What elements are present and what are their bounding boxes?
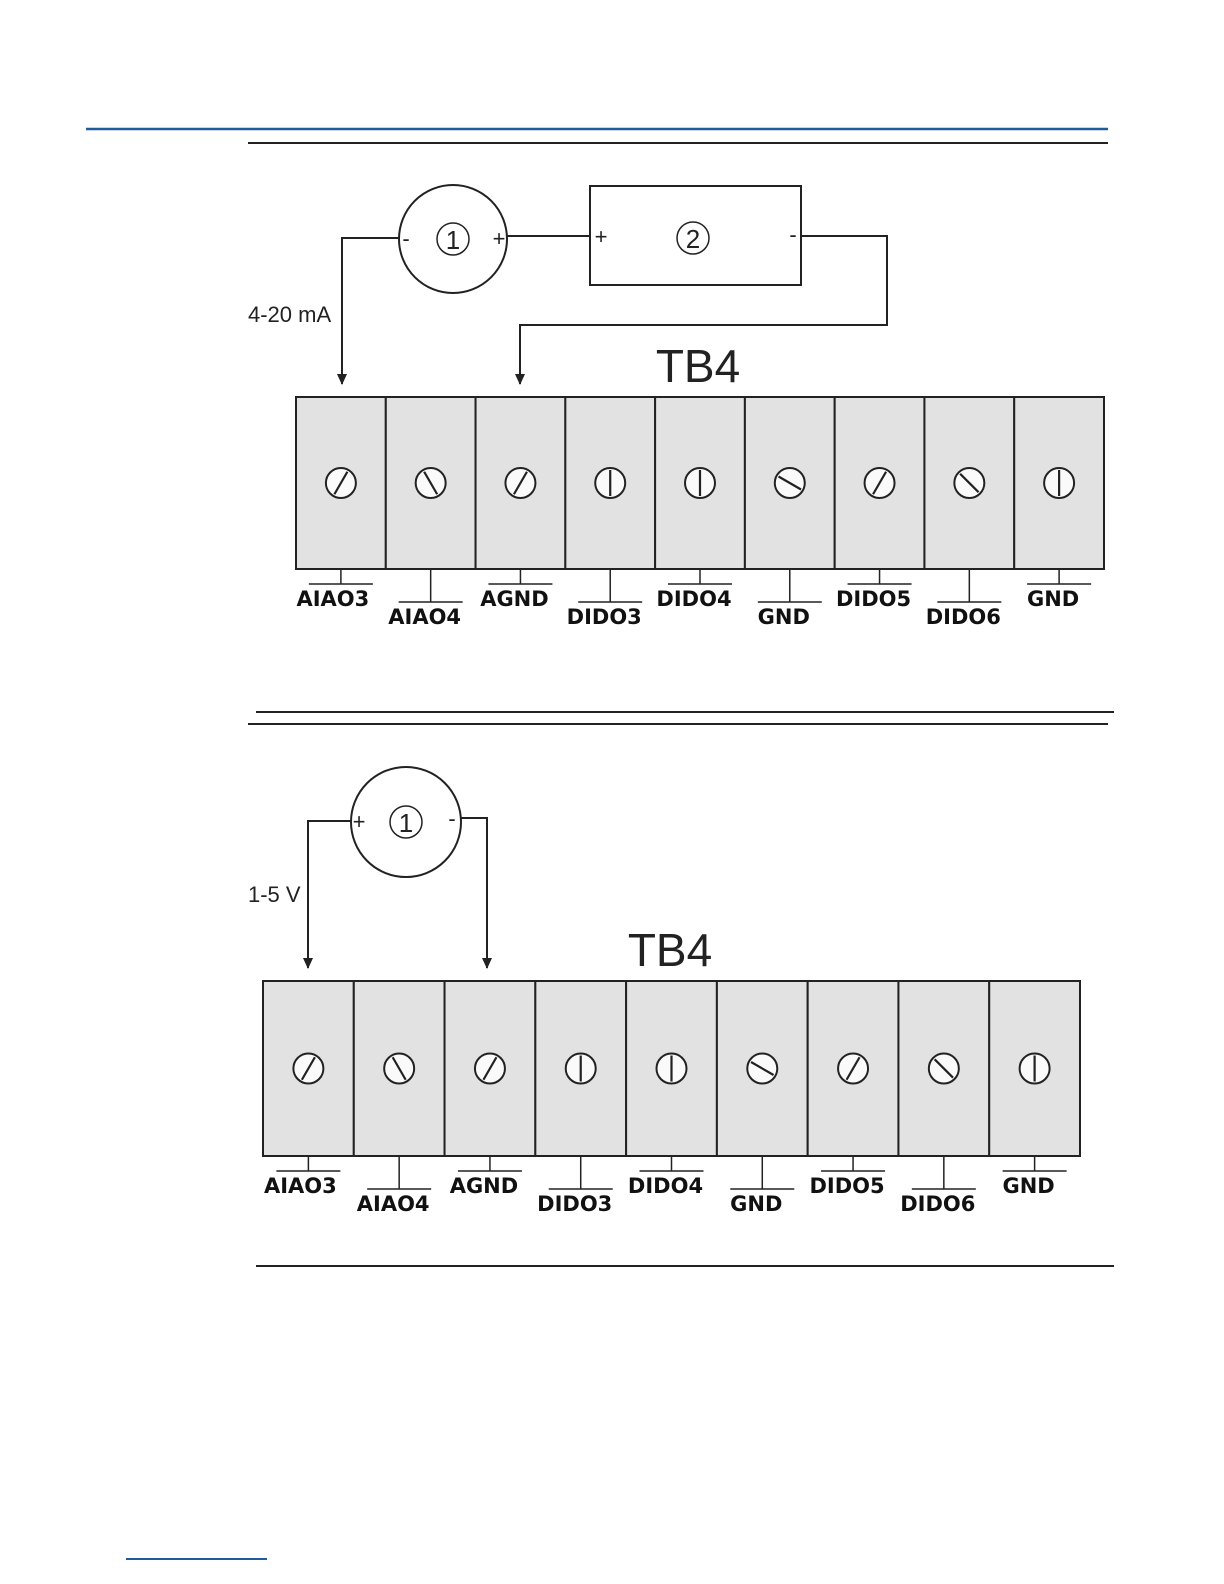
terminal-dido6-8: DIDO6	[898, 981, 989, 1216]
terminal-dido6-8: DIDO6	[924, 397, 1014, 629]
device-2-minus-sign: -	[789, 222, 796, 247]
terminal-label: DIDO4	[628, 1174, 703, 1198]
terminal-gnd-6: GND	[717, 981, 808, 1216]
terminal-label: GND	[758, 605, 810, 629]
terminal-label: AIAO3	[296, 587, 369, 611]
signal-label-voltage: 1-5 V	[248, 882, 301, 907]
terminal-agnd-3: AGND	[445, 981, 536, 1198]
device-1-number: 1	[446, 225, 460, 255]
wire-device1-to-aiao3	[342, 238, 399, 384]
terminal-label: GND	[1002, 1174, 1054, 1198]
terminal-label: DIDO3	[537, 1192, 612, 1216]
device-2-plus-sign: +	[595, 224, 608, 249]
device-1-plus-sign: +	[493, 226, 506, 251]
terminal-dido5-7: DIDO5	[835, 397, 925, 611]
terminal-gnd-9: GND	[1014, 397, 1104, 611]
terminal-dido3-4: DIDO3	[535, 981, 626, 1216]
terminal-block-title: TB4	[656, 340, 740, 392]
wire-device1-to-agnd	[461, 818, 487, 968]
terminal-dido3-4: DIDO3	[565, 397, 655, 629]
terminal-label: AIAO3	[264, 1174, 337, 1198]
terminal-label: DIDO4	[656, 587, 731, 611]
terminal-block-title: TB4	[628, 924, 712, 976]
terminal-gnd-9: GND	[989, 981, 1080, 1198]
terminal-gnd-6: GND	[745, 397, 835, 629]
terminal-label: DIDO6	[900, 1192, 975, 1216]
terminal-label: GND	[730, 1192, 782, 1216]
device-1-minus-sign: -	[402, 226, 409, 251]
device-1-minus-sign: -	[448, 806, 455, 831]
terminal-agnd-3: AGND	[476, 397, 566, 611]
wire-device1-to-aiao3	[308, 821, 351, 968]
terminal-aiao4-2: AIAO4	[354, 981, 445, 1216]
terminal-label: GND	[1027, 587, 1079, 611]
terminal-aiao4-2: AIAO4	[386, 397, 476, 629]
terminal-dido5-7: DIDO5	[808, 981, 899, 1198]
terminal-label: DIDO3	[567, 605, 642, 629]
terminal-dido4-5: DIDO4	[655, 397, 745, 611]
terminal-label: DIDO5	[836, 587, 911, 611]
terminal-aiao3-1: AIAO3	[263, 981, 354, 1198]
terminal-label: DIDO6	[926, 605, 1001, 629]
device-1-number: 1	[399, 808, 413, 838]
terminal-dido4-5: DIDO4	[626, 981, 717, 1198]
terminal-label: AGND	[450, 1174, 519, 1198]
device-1-plus-sign: +	[353, 809, 366, 834]
terminal-label: AGND	[480, 587, 549, 611]
device-2-number: 2	[686, 224, 700, 254]
terminal-label: AIAO4	[357, 1192, 430, 1216]
terminal-label: AIAO4	[388, 605, 461, 629]
signal-label-current: 4-20 mA	[248, 302, 331, 327]
terminal-aiao3-1: AIAO3	[296, 397, 386, 611]
terminal-label: DIDO5	[809, 1174, 884, 1198]
